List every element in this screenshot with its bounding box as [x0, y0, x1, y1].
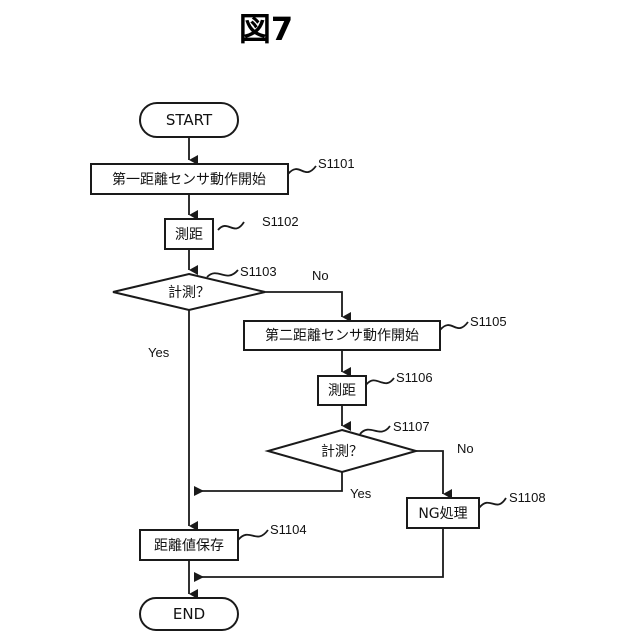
- leader-s1106: [366, 378, 394, 385]
- process-s1102-label: 測距: [175, 227, 203, 243]
- edge-s1107-no-label: No: [457, 441, 474, 456]
- edge-s1103-yes-label: Yes: [148, 345, 170, 360]
- start-label: START: [166, 111, 213, 129]
- edge-s1107-yes: [195, 472, 342, 491]
- decision-s1107-label: 計測？: [321, 444, 363, 460]
- edge-s1103-no: [265, 292, 342, 317]
- edge-s1103-no-label: No: [312, 268, 329, 283]
- process-s1105-label: 第二距離センサ動作開始: [265, 327, 419, 344]
- step-label-s1101: S1101: [318, 156, 355, 171]
- step-label-s1108: S1108: [509, 490, 546, 505]
- leader-s1101: [288, 166, 316, 174]
- process-s1106-label: 測距: [328, 383, 356, 399]
- process-s1101-label: 第一距離センサ動作開始: [112, 171, 266, 188]
- process-s1104-label: 距離値保存: [154, 537, 224, 554]
- leader-s1104: [238, 530, 268, 540]
- leader-s1108: [479, 498, 506, 508]
- leader-s1107: [360, 426, 390, 434]
- leader-s1105: [440, 322, 468, 330]
- decision-s1103-label: 計測？: [168, 285, 210, 301]
- figure-title: 図7: [239, 10, 293, 48]
- edge-s1107-yes-label: Yes: [350, 486, 372, 501]
- leader-s1102: [218, 222, 244, 230]
- step-label-s1102: S1102: [262, 214, 299, 229]
- step-label-s1107: S1107: [393, 419, 430, 434]
- process-s1108-label: NG処理: [418, 506, 467, 522]
- step-label-s1105: S1105: [470, 314, 507, 329]
- step-label-s1104: S1104: [270, 522, 307, 537]
- edge-s1107-no: [416, 451, 443, 494]
- leader-s1103: [207, 270, 238, 277]
- end-label: END: [173, 605, 205, 623]
- step-label-s1106: S1106: [396, 370, 433, 385]
- step-label-s1103: S1103: [240, 264, 277, 279]
